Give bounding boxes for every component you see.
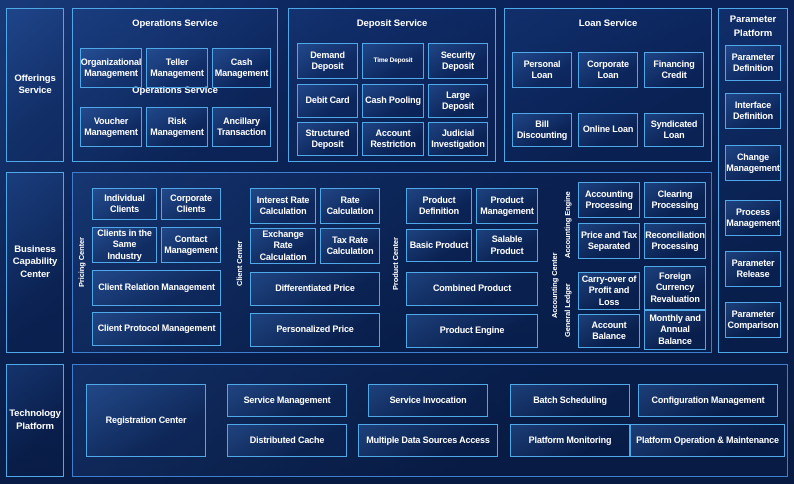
business-item-basic-product[interactable]: Basic Product [406, 229, 472, 262]
business-item-foreign-currency-revaluation[interactable]: Foreign Currency Revaluation [644, 266, 706, 310]
group-subtitle-operations-service-duplicate: Operations Service [132, 85, 218, 96]
offering-item-risk-management[interactable]: Risk Management [146, 107, 208, 147]
offering-item-large-deposit[interactable]: Large Deposit [428, 84, 488, 118]
layer-rail-business-capability-center: Business Capability Center [6, 172, 64, 353]
offering-item-cash-management[interactable]: Cash Management [212, 48, 271, 88]
business-item-tax-rate-calculation[interactable]: Tax Rate Calculation [320, 228, 380, 264]
technology-item-distributed-cache[interactable]: Distributed Cache [227, 424, 347, 457]
parameter-item-parameter-release[interactable]: Parameter Release [725, 251, 781, 287]
center-sublabel-general-ledger: General Ledger [563, 283, 572, 337]
group-title-loan-service: Loan Service [578, 18, 638, 29]
offering-item-teller-management[interactable]: Teller Management [146, 48, 208, 88]
technology-item-service-management[interactable]: Service Management [227, 384, 347, 417]
business-item-personalized-price[interactable]: Personalized Price [250, 313, 380, 347]
parameter-item-parameter-definition[interactable]: Parameter Definition [725, 45, 781, 81]
parameter-platform-title: Parameter Platform [718, 13, 788, 41]
business-item-product-engine[interactable]: Product Engine [406, 314, 538, 348]
group-title-operations-service: Operations Service [132, 18, 218, 29]
parameter-item-process-management[interactable]: Process Management [725, 200, 781, 236]
technology-item-multiple-data-sources-access[interactable]: Multiple Data Sources Access [358, 424, 498, 457]
offering-item-online-loan[interactable]: Online Loan [578, 113, 638, 147]
offering-item-account-restriction[interactable]: Account Restriction [362, 122, 424, 156]
business-item-accounting-processing[interactable]: Accounting Processing [578, 182, 640, 218]
business-item-reconciliation-processing[interactable]: Reconciliation Processing [644, 223, 706, 259]
offering-item-financing-credit[interactable]: Financing Credit [644, 52, 704, 88]
group-deposit-service [288, 8, 496, 162]
layer-label: Offerings Service [14, 72, 56, 96]
offering-item-security-deposit[interactable]: Security Deposit [428, 43, 488, 79]
offering-item-bill-discounting[interactable]: Bill Discounting [512, 113, 572, 147]
technology-item-service-invocation[interactable]: Service Invocation [368, 384, 488, 417]
center-label-accounting-center: Accounting Center [550, 252, 559, 318]
technology-item-registration-center[interactable]: Registration Center [86, 384, 206, 457]
group-operations-service [72, 8, 278, 162]
business-item-account-balance[interactable]: Account Balance [578, 314, 640, 348]
business-item-product-management[interactable]: Product Management [476, 188, 538, 224]
parameter-platform-title-line2: Platform [733, 27, 773, 39]
offering-item-structured-deposit[interactable]: Structured Deposit [297, 122, 358, 156]
business-item-differentiated-price[interactable]: Differentiated Price [250, 272, 380, 306]
offering-item-cash-pooling[interactable]: Cash Pooling [362, 84, 424, 118]
group-title-deposit-service: Deposit Service [356, 18, 428, 29]
business-item-corporate-clients[interactable]: Corporate Clients [161, 188, 221, 220]
parameter-item-change-management[interactable]: Change Management [725, 145, 781, 181]
offering-item-ancillary-transaction[interactable]: Ancillary Transaction [212, 107, 271, 147]
business-item-exchange-rate-calculation[interactable]: Exchange Rate Calculation [250, 228, 316, 264]
business-item-client-relation-management[interactable]: Client Relation Management [92, 270, 221, 306]
layer-rail-offerings-service: Offerings Service [6, 8, 64, 162]
offering-item-personal-loan[interactable]: Personal Loan [512, 52, 572, 88]
business-item-rate-calculation[interactable]: Rate Calculation [320, 188, 380, 224]
technology-item-configuration-management[interactable]: Configuration Management [638, 384, 778, 417]
center-sublabel-accounting-engine: Accounting Engine [563, 191, 572, 259]
offering-item-time-deposit[interactable]: Time Deposit [362, 43, 424, 79]
offering-item-debit-card[interactable]: Debit Card [297, 84, 358, 118]
layer-rail-technology-platform: Technology Platform [6, 364, 64, 477]
group-loan-service [504, 8, 712, 162]
layer-label: Business Capability Center [12, 244, 58, 280]
layer-label: Technology Platform [9, 408, 61, 432]
business-item-combined-product[interactable]: Combined Product [406, 272, 538, 306]
technology-item-platform-monitoring[interactable]: Platform Monitoring [510, 424, 630, 457]
technology-platform-band [72, 364, 788, 477]
business-item-individual-clients[interactable]: Individual Clients [92, 188, 157, 220]
business-item-salable-product[interactable]: Salable Product [476, 229, 538, 262]
parameter-platform-title-line1: Parameter [729, 14, 777, 25]
offering-item-voucher-management[interactable]: Voucher Management [80, 107, 142, 147]
business-item-interest-rate-calculation[interactable]: Interest Rate Calculation [250, 188, 316, 224]
business-item-clients-in-the-same-industry[interactable]: Clients in the Same Industry [92, 227, 157, 263]
business-item-price-and-tax-separated[interactable]: Price and Tax Separated [578, 223, 640, 259]
business-item-monthly-and-annual-balance[interactable]: Monthly and Annual Balance [644, 310, 706, 350]
offering-item-judicial-investigation[interactable]: Judicial Investigation [428, 122, 488, 156]
technology-item-batch-scheduling[interactable]: Batch Scheduling [510, 384, 630, 417]
technology-item-platform-operation-maintenance[interactable]: Platform Operation & Maintenance [630, 424, 785, 457]
parameter-item-parameter-comparison[interactable]: Parameter Comparison [725, 302, 781, 338]
business-item-contact-management[interactable]: Contact Management [161, 227, 221, 263]
center-label-product-center: Product Center [391, 237, 400, 291]
offering-item-syndicated-loan[interactable]: Syndicated Loan [644, 113, 704, 147]
center-label-pricing-center: Pricing Center [77, 237, 86, 288]
center-label-client-center: Client Center [235, 240, 244, 286]
offering-item-corporate-loan[interactable]: Corporate Loan [578, 52, 638, 88]
business-item-client-protocol-management[interactable]: Client Protocol Management [92, 312, 221, 346]
business-item-carry-over-of-profit-and-loss[interactable]: Carry-over of Profit and Loss [578, 272, 640, 310]
offering-item-organizational-management[interactable]: Organizational Management [80, 48, 142, 88]
parameter-item-interface-definition[interactable]: Interface Definition [725, 93, 781, 129]
offering-item-demand-deposit[interactable]: Demand Deposit [297, 43, 358, 79]
business-item-product-definition[interactable]: Product Definition [406, 188, 472, 224]
business-item-clearing-processing[interactable]: Clearing Processing [644, 182, 706, 218]
